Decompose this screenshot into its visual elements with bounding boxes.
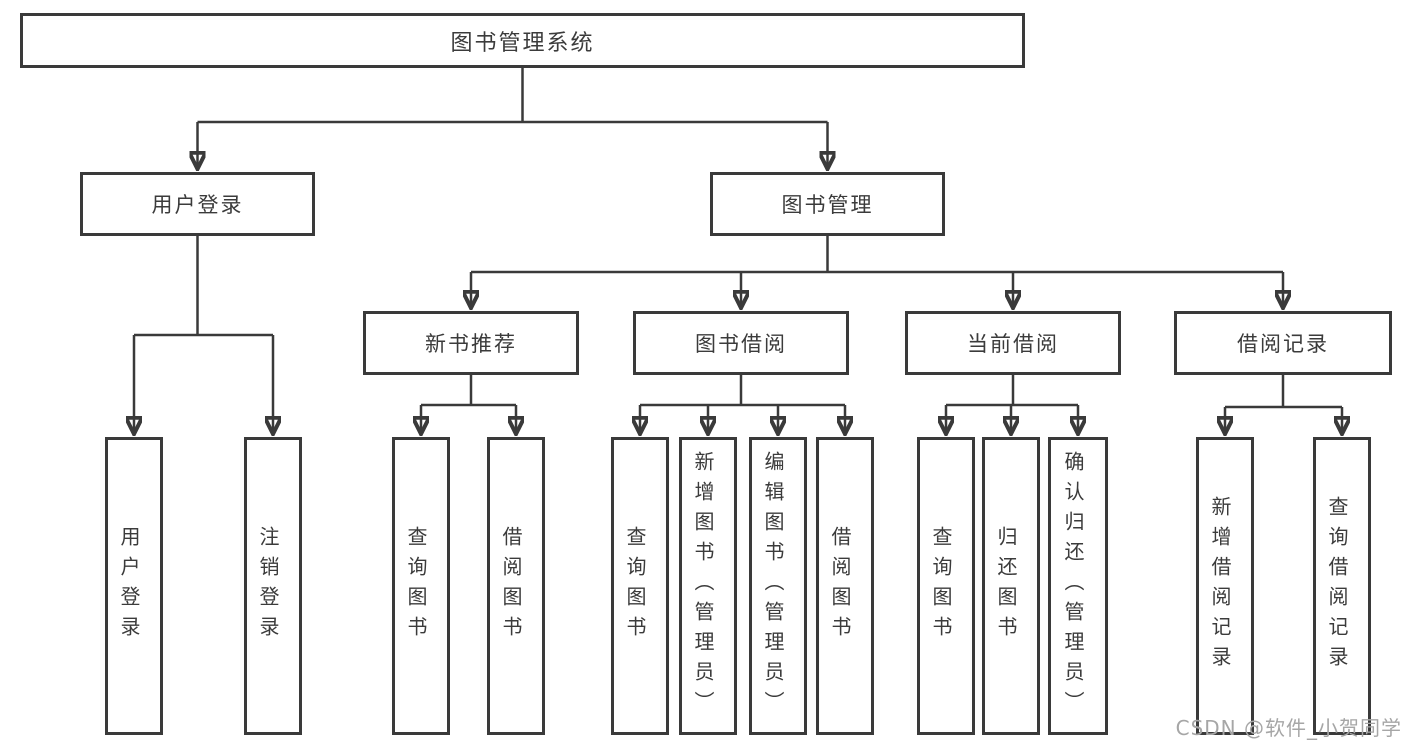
- leaf-add-book-admin-label: 新增图书（管理员）: [691, 451, 715, 721]
- leaf-borrow-book-label: 借阅图书: [828, 526, 852, 646]
- leaf-add-book-admin: 新增图书（管理员）: [679, 437, 737, 735]
- leaf-user-login: 用户登录: [105, 437, 163, 735]
- node-book-borrow: 图书借阅: [633, 311, 849, 375]
- leaf-current-query-book: 查询图书: [917, 437, 975, 735]
- leaf-borrow-book: 借阅图书: [816, 437, 874, 735]
- leaf-query-borrow-record: 查询借阅记录: [1313, 437, 1371, 735]
- leaf-edit-book-admin-label: 编辑图书（管理员）: [761, 451, 785, 721]
- leaf-recommend-borrow-book: 借阅图书: [487, 437, 545, 735]
- node-current-borrow: 当前借阅: [905, 311, 1121, 375]
- leaf-borrow-query-book: 查询图书: [611, 437, 669, 735]
- leaf-recommend-borrow-book-label: 借阅图书: [499, 526, 523, 646]
- node-user-login: 用户登录: [80, 172, 315, 236]
- leaf-query-borrow-record-label: 查询借阅记录: [1325, 496, 1349, 676]
- leaf-return-book: 归还图书: [982, 437, 1040, 735]
- leaf-confirm-return-admin-label: 确认归还（管理员）: [1061, 451, 1085, 721]
- node-book-management: 图书管理: [710, 172, 945, 236]
- leaf-borrow-query-book-label: 查询图书: [623, 526, 647, 646]
- leaf-confirm-return-admin: 确认归还（管理员）: [1048, 437, 1108, 735]
- leaf-user-login-label: 用户登录: [117, 526, 141, 646]
- leaf-recommend-query-book-label: 查询图书: [404, 526, 428, 646]
- leaf-logout-label: 注销登录: [256, 526, 280, 646]
- leaf-add-borrow-record-label: 新增借阅记录: [1208, 496, 1232, 676]
- leaf-recommend-query-book: 查询图书: [392, 437, 450, 735]
- leaf-edit-book-admin: 编辑图书（管理员）: [749, 437, 807, 735]
- leaf-current-query-book-label: 查询图书: [929, 526, 953, 646]
- leaf-logout: 注销登录: [244, 437, 302, 735]
- node-borrow-record: 借阅记录: [1174, 311, 1392, 375]
- node-new-book-recommend: 新书推荐: [363, 311, 579, 375]
- leaf-add-borrow-record: 新增借阅记录: [1196, 437, 1254, 735]
- node-root-library-management-system: 图书管理系统: [20, 13, 1025, 68]
- leaf-return-book-label: 归还图书: [994, 526, 1018, 646]
